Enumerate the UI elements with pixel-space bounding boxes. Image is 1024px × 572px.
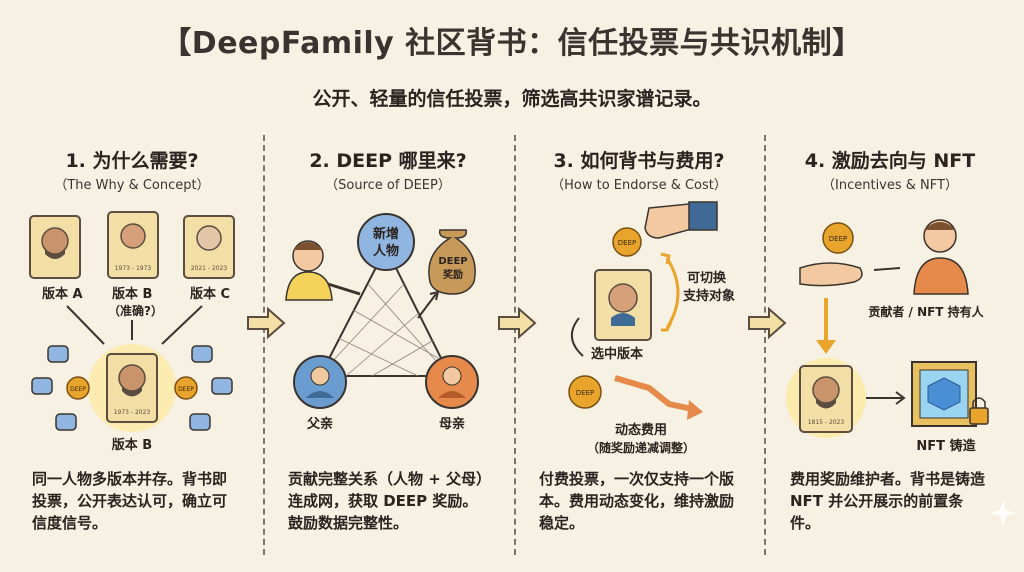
- coin-icon: DEEP: [568, 375, 602, 409]
- column-incentives: 4. 激励去向与 NFT （Incentives & NFT） DEEP 贡献者…: [770, 138, 1010, 563]
- column-subheading: （The Why & Concept）: [54, 178, 210, 193]
- bag-label: 奖励: [443, 268, 463, 281]
- scroll-icon: 1973 - 2023: [106, 353, 158, 423]
- mother-label: 母亲: [439, 416, 465, 432]
- network-illustration: 新增 人物 DEEP 奖励 父亲 母亲: [285, 213, 479, 432]
- version-a-label: 版本 A: [42, 286, 83, 302]
- nft-illustration: DEEP 贡献者 / NFT 持有人 1815 - 2023: [786, 219, 989, 454]
- version-b-bottom-label: 版本 B: [112, 437, 152, 453]
- bag-label: DEEP: [438, 256, 467, 267]
- column-subheading: （Source of DEEP）: [325, 178, 451, 193]
- dates-label: 1815 - 2023: [808, 419, 845, 426]
- holder-label: 贡献者 / NFT 持有人: [868, 304, 984, 319]
- dates-label: 2021 - 2023: [191, 265, 228, 272]
- arrow-right-icon: [498, 306, 537, 340]
- new-person-label: 新增: [373, 226, 399, 242]
- column-divider: [263, 135, 265, 555]
- arrow-right-icon: [748, 306, 787, 340]
- versions-illustration: 1973 - 1973 2021 - 2023 版本 A 版本 B （准确?） …: [29, 211, 235, 453]
- coin-icon: DEEP: [612, 227, 642, 257]
- version-c-label: 版本 C: [190, 286, 230, 302]
- coin-icon: DEEP: [822, 222, 854, 254]
- sparkle-icon: [990, 500, 1016, 526]
- column-subheading: （How to Endorse & Cost）: [551, 178, 727, 193]
- version-b-label: 版本 B: [112, 286, 152, 302]
- svg-text:DEEP: DEEP: [70, 386, 86, 393]
- person-icon: [285, 240, 361, 301]
- column-description: 付费投票，一次仅支持一个版本。费用动态变化，维持激励稳定。: [539, 470, 735, 532]
- coin-icon: DEEP: [66, 376, 90, 400]
- column-description: 贡献完整关系（人物 + 父母）连成网，获取 DEEP 奖励。鼓励数据完整性。: [288, 470, 484, 532]
- column-heading: 2. DEEP 哪里来?: [309, 150, 467, 172]
- scroll-icon: 1815 - 2023: [799, 365, 853, 433]
- new-person-label: 人物: [373, 243, 399, 259]
- page-title: 【DeepFamily 社区背书：信任投票与共识机制】: [161, 26, 863, 61]
- scroll-icon: [29, 215, 81, 279]
- hand-icon: [644, 201, 718, 239]
- column-divider: [764, 135, 766, 555]
- column-description: 同一人物多版本并存。背书即投票，公开表达认可，确立可信度信号。: [32, 470, 228, 532]
- switch-label: 支持对象: [682, 288, 735, 304]
- dates-label: 1973 - 1973: [115, 265, 152, 272]
- person-icon: [913, 219, 969, 295]
- column-description: 费用奖励维护者。背书是铸造 NFT 并公开展示的前置条件。: [790, 470, 986, 532]
- column-source: 2. DEEP 哪里来? （Source of DEEP） 新增 人物 DEEP…: [268, 138, 508, 563]
- column-heading: 4. 激励去向与 NFT: [804, 150, 976, 172]
- column-heading: 1. 为什么需要?: [65, 150, 199, 172]
- selected-label: 选中版本: [591, 346, 643, 362]
- scroll-icon: 1973 - 1973: [107, 211, 159, 279]
- svg-text:DEEP: DEEP: [576, 389, 594, 397]
- column-heading: 3. 如何背书与费用?: [553, 150, 725, 172]
- dynamic-fee-note: （随奖励递减调整）: [587, 440, 695, 455]
- father-label: 父亲: [306, 416, 333, 432]
- svg-text:DEEP: DEEP: [178, 386, 194, 393]
- thumbs-up-icon: [31, 345, 233, 431]
- page-subtitle: 公开、轻量的信任投票，筛选高共识家谱记录。: [312, 88, 712, 110]
- nft-frame-icon: [911, 361, 977, 427]
- mint-label: NFT 铸造: [916, 438, 976, 454]
- scroll-icon: 2021 - 2023: [183, 215, 235, 279]
- endorse-illustration: DEEP 可切换 支持对象 选中版本 DEEP 动态费用 （随奖励递减调整）: [568, 201, 735, 455]
- column-subheading: （Incentives & NFT）: [822, 178, 958, 193]
- column-divider: [514, 135, 516, 555]
- money-bag-icon: DEEP 奖励: [428, 229, 476, 295]
- arrow-right-icon: [247, 306, 286, 340]
- coin-icon: DEEP: [174, 376, 198, 400]
- column-why: 1. 为什么需要? （The Why & Concept） 1973 - 197…: [12, 138, 252, 563]
- svg-text:DEEP: DEEP: [618, 239, 636, 247]
- hand-icon: [799, 262, 863, 287]
- column-endorse: 3. 如何背书与费用? （How to Endorse & Cost） DEEP…: [519, 138, 759, 563]
- dynamic-fee-label: 动态费用: [615, 422, 667, 438]
- lock-icon: [969, 397, 989, 425]
- scroll-icon: [594, 269, 652, 341]
- dates-label: 1973 - 2023: [114, 409, 151, 416]
- switch-label: 可切换: [687, 270, 727, 286]
- svg-text:DEEP: DEEP: [829, 235, 847, 243]
- version-b-question: （准确?）: [108, 303, 163, 318]
